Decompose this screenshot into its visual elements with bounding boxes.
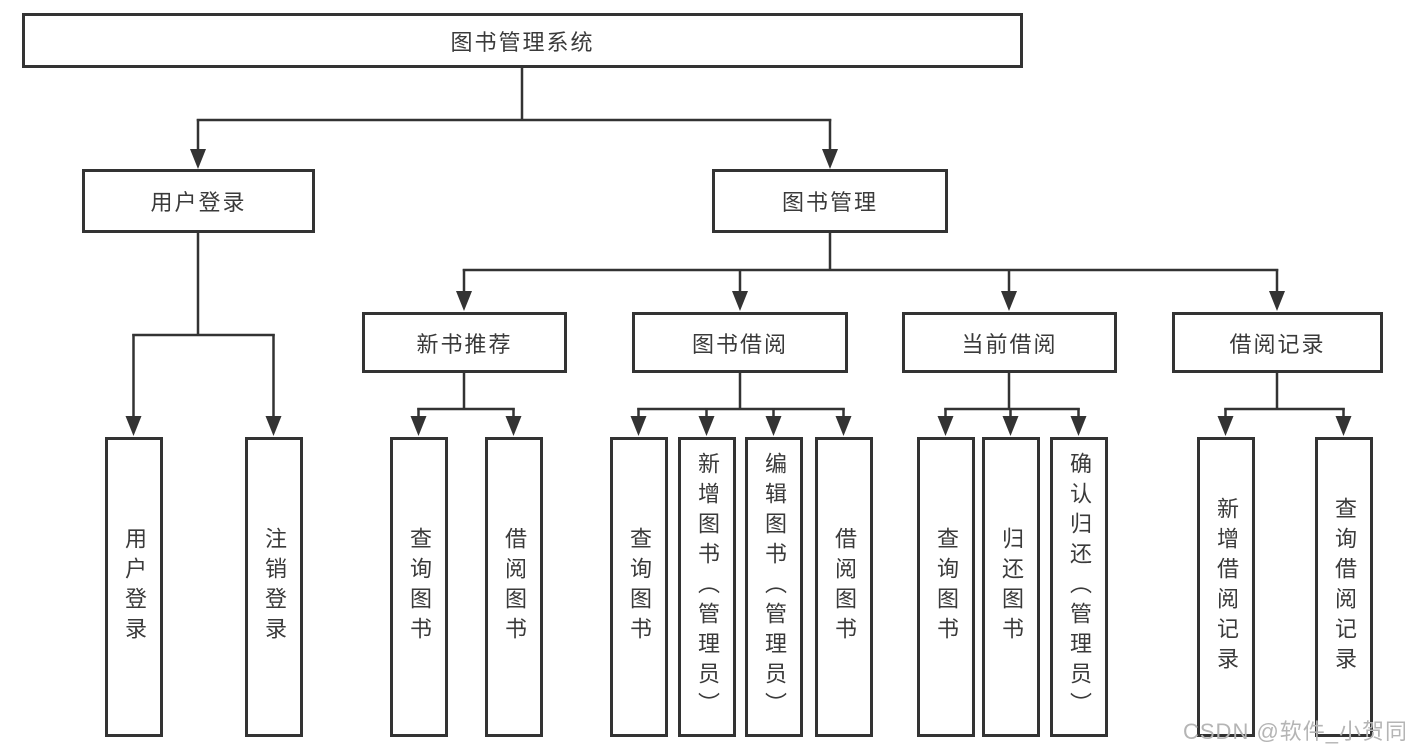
leaf-current-query-book: 查询图书	[917, 437, 975, 737]
leaf-borrow-borrow-book: 借阅图书	[815, 437, 873, 737]
node-borrow-record: 借阅记录	[1172, 312, 1383, 373]
leaf-current-confirm-return-admin: 确认归还（管理员）	[1050, 437, 1108, 737]
leaf-record-query: 查询借阅记录	[1315, 437, 1373, 737]
node-user-login: 用户登录	[82, 169, 315, 233]
csdn-watermark: CSDN @软件_小贺同学	[1183, 719, 1405, 744]
leaf-logout: 注销登录	[245, 437, 303, 737]
node-book-borrow: 图书借阅	[632, 312, 848, 373]
node-root-library-system: 图书管理系统	[22, 13, 1023, 68]
leaf-record-add: 新增借阅记录	[1197, 437, 1255, 737]
leaf-rec-query-book: 查询图书	[390, 437, 448, 737]
leaf-rec-borrow-book: 借阅图书	[485, 437, 543, 737]
leaf-borrow-edit-book-admin: 编辑图书（管理员）	[745, 437, 803, 737]
leaf-current-return-book: 归还图书	[982, 437, 1040, 737]
node-current-borrow: 当前借阅	[902, 312, 1117, 373]
leaf-borrow-add-book-admin: 新增图书（管理员）	[678, 437, 736, 737]
leaf-user-login: 用户登录	[105, 437, 163, 737]
node-book-manage: 图书管理	[712, 169, 948, 233]
arrowheads	[125, 149, 1352, 436]
leaf-borrow-query-book: 查询图书	[610, 437, 668, 737]
node-new-book-recommend: 新书推荐	[362, 312, 567, 373]
